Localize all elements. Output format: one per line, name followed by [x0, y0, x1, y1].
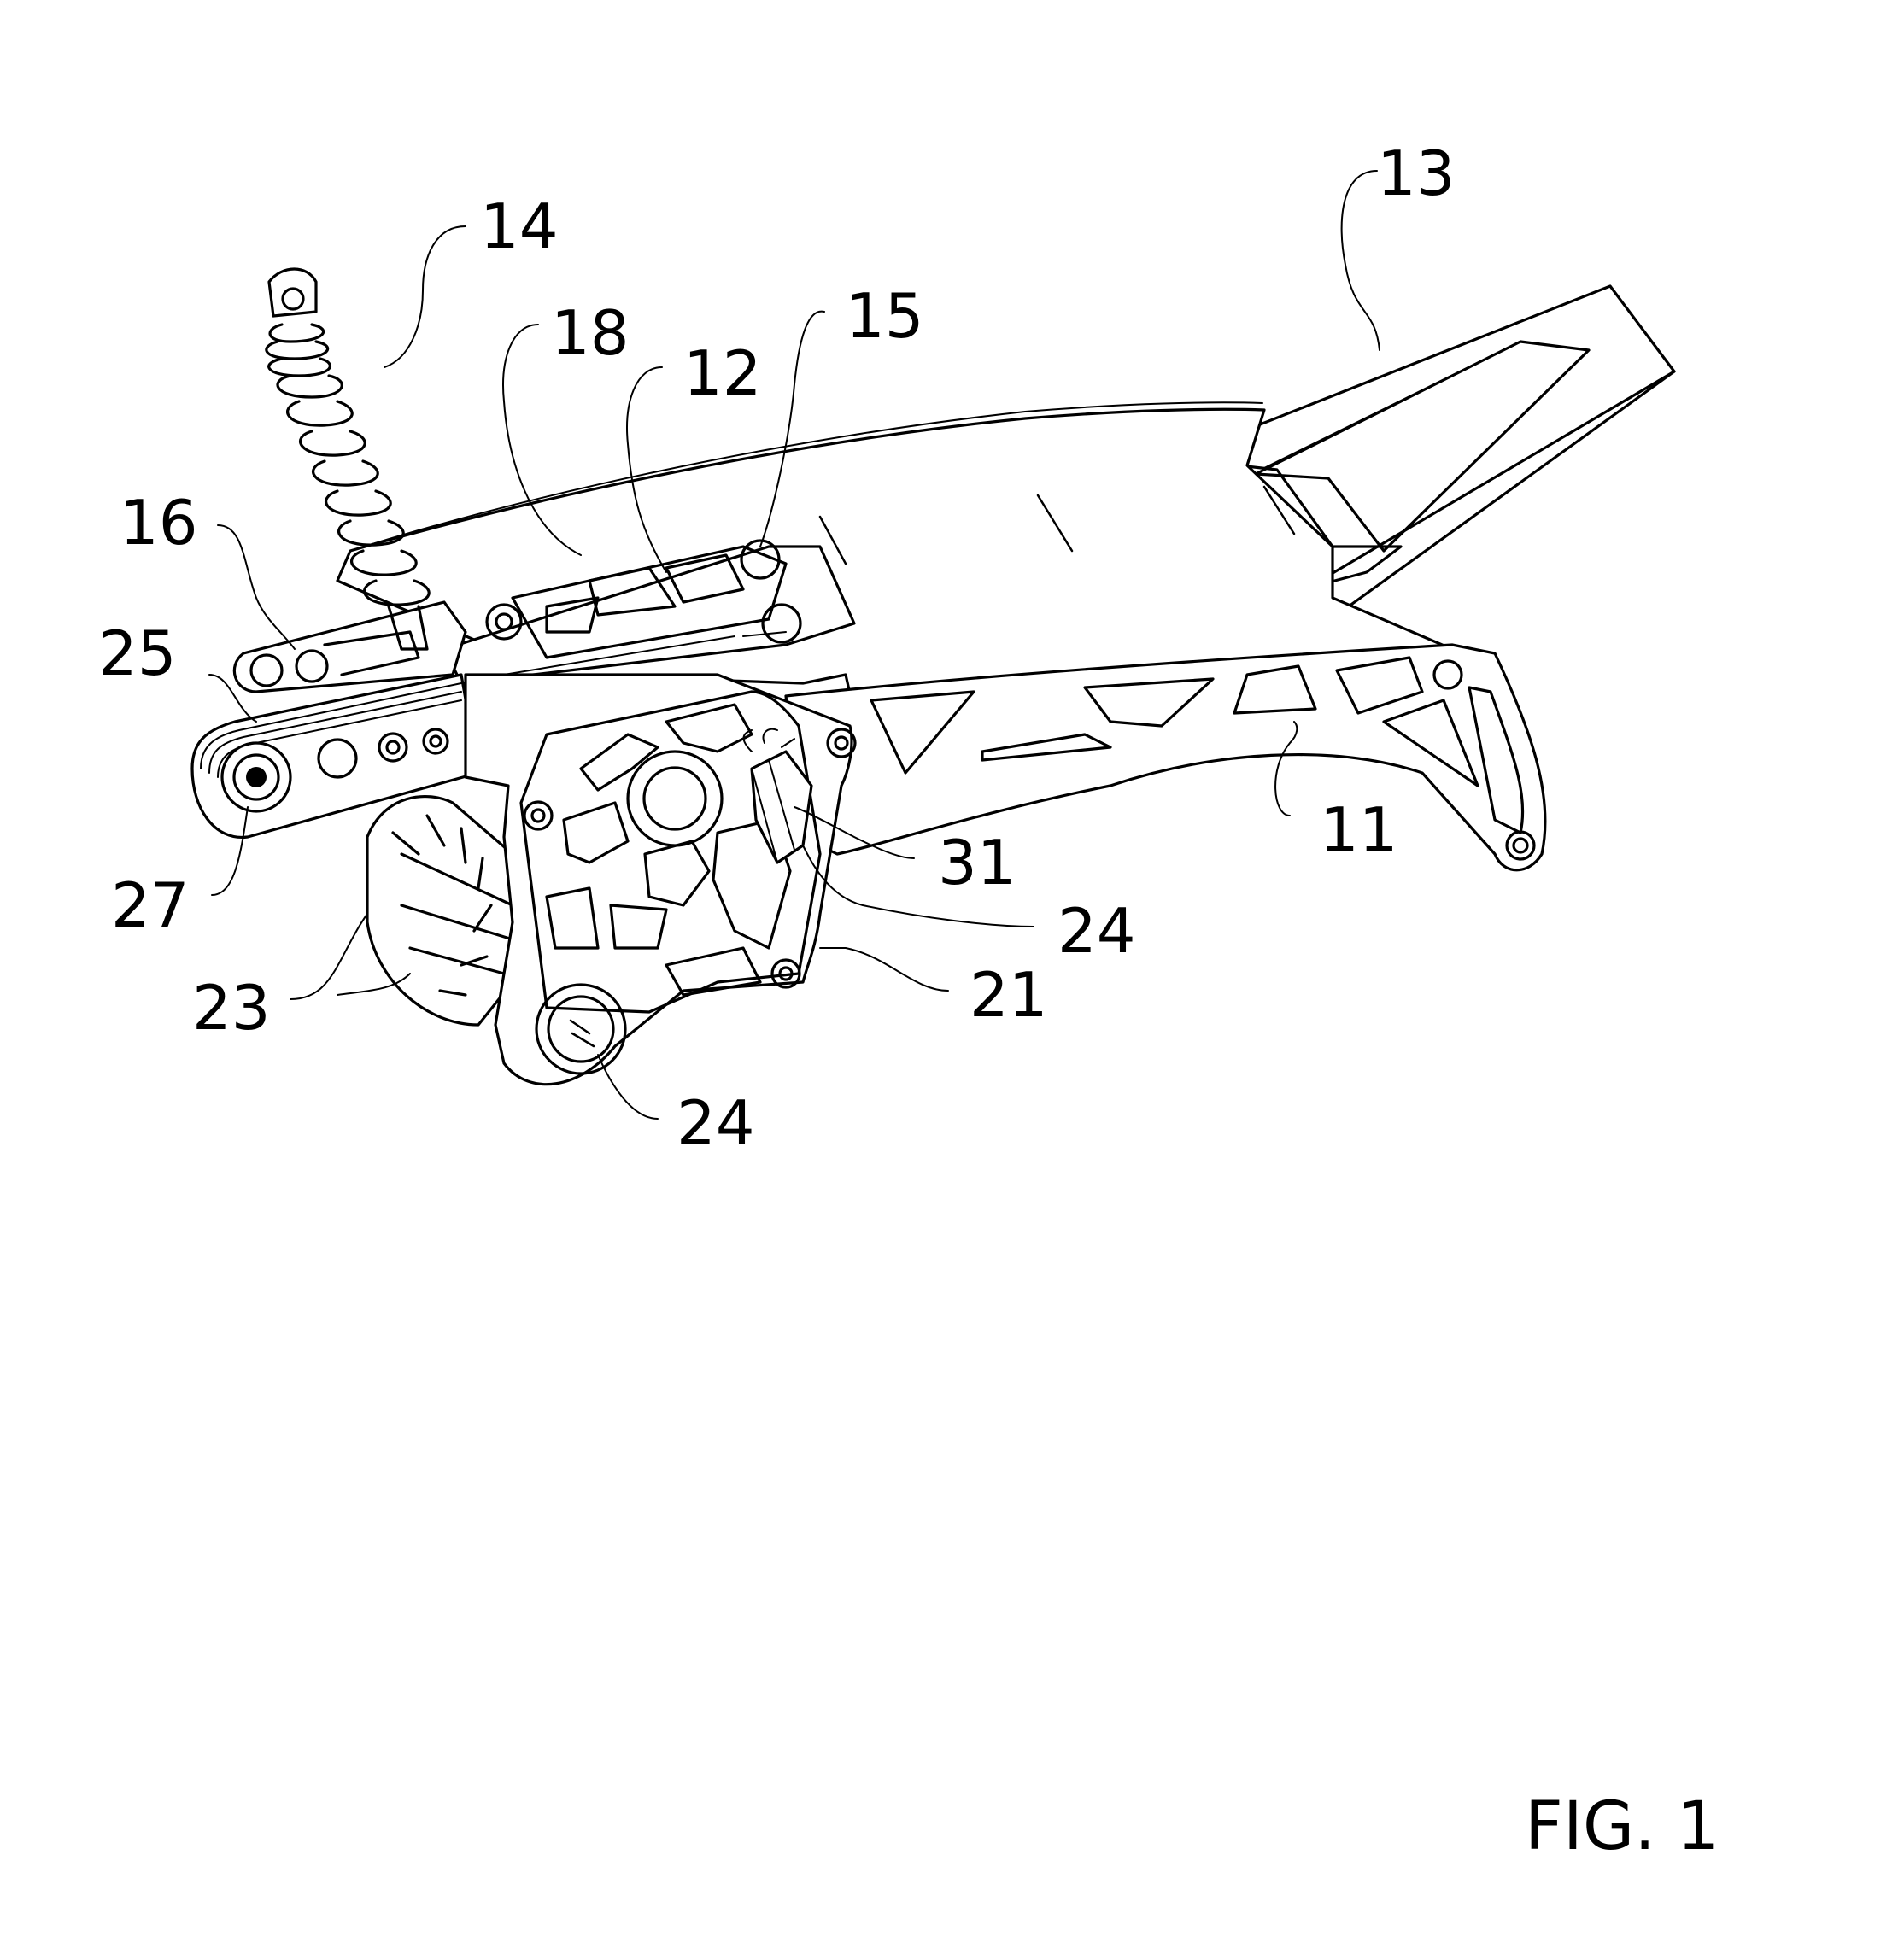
ref-11: 11: [1320, 794, 1398, 866]
left-link: [234, 602, 466, 692]
figure-caption: FIG. 1: [1525, 1788, 1719, 1865]
ref-12: 12: [683, 337, 762, 409]
ref-13: 13: [1377, 137, 1456, 209]
ref-21: 21: [970, 959, 1048, 1031]
ref-18: 18: [551, 297, 630, 369]
ref-27: 27: [111, 869, 190, 941]
ref-24-lower: 24: [677, 1087, 755, 1159]
ref-25: 25: [98, 617, 177, 689]
ref-24-upper: 24: [1057, 895, 1136, 967]
ref-16: 16: [120, 487, 198, 559]
ref-15: 15: [846, 280, 924, 352]
ref-31: 31: [938, 827, 1016, 898]
hub-fan: [367, 797, 513, 1025]
ref-23: 23: [192, 972, 271, 1044]
main-housing: [466, 675, 855, 1085]
ref-14: 14: [480, 190, 559, 262]
